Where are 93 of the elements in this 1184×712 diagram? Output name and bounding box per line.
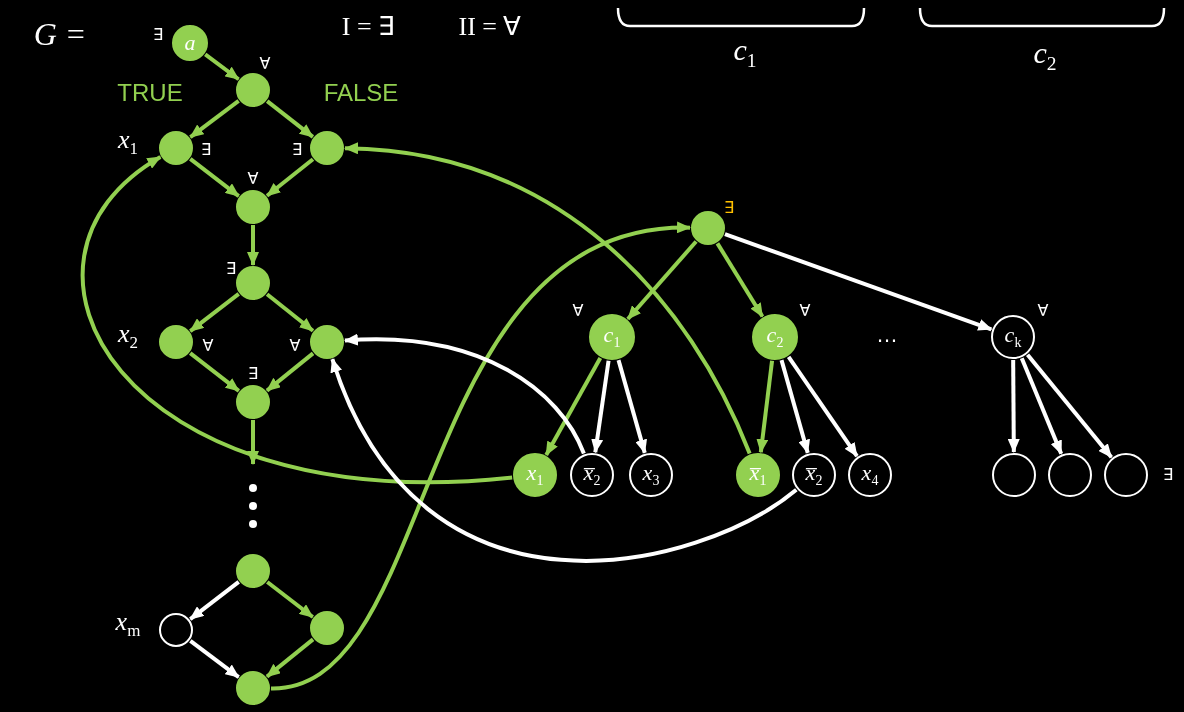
quantifier-label: ∀ <box>259 56 271 72</box>
legend-note: II = ∀ <box>458 14 522 40</box>
graph-node <box>848 453 892 497</box>
branch-label: FALSE <box>323 81 399 105</box>
arrow <box>189 292 240 333</box>
graph-node <box>159 131 193 165</box>
arrow <box>756 360 775 454</box>
arrow <box>265 99 315 139</box>
quantifier-label: ∃ <box>200 142 212 158</box>
legend-note: I = ∃ <box>341 14 395 40</box>
variable-label: x$_{1}$ <box>118 126 138 158</box>
arrow <box>189 99 240 139</box>
node-label: c$_{2}$ <box>766 323 784 351</box>
node-label: c$_{1}$ <box>603 323 621 351</box>
graph-node <box>792 453 836 497</box>
arrow <box>1007 360 1020 453</box>
graph-node <box>159 325 193 359</box>
graph-node <box>159 613 193 647</box>
arrow <box>189 639 240 679</box>
arrow <box>544 357 603 456</box>
node-label: x$_{1}$ <box>526 461 544 489</box>
brace-label: c$_{2}$ <box>1033 38 1057 74</box>
graph-node <box>236 190 270 224</box>
arrow <box>591 360 611 454</box>
graph-node <box>736 453 780 497</box>
node-label: x̅$_{1}$ <box>749 461 767 489</box>
arrow <box>779 359 810 454</box>
quantifier-label: ∀ <box>572 303 584 319</box>
graph-node <box>236 554 270 588</box>
arrow <box>265 157 315 198</box>
graph-node <box>1048 453 1092 497</box>
quantifier-label: ∀ <box>247 171 259 187</box>
branch-label: TRUE <box>117 81 183 105</box>
arrow <box>189 580 240 621</box>
node-label: x$_{3}$ <box>642 461 660 489</box>
graph-node <box>310 325 344 359</box>
graph-node <box>991 315 1035 359</box>
arrow <box>344 143 752 455</box>
graph-node <box>236 73 270 107</box>
quantifier-label: ∃ <box>247 366 259 382</box>
variable-label: x$_{2}$ <box>118 320 138 352</box>
arrow <box>270 223 691 691</box>
arrow <box>330 358 798 563</box>
ellipsis: … <box>876 324 898 346</box>
arrow <box>1019 357 1064 455</box>
quantifier-label: ∃ <box>225 261 237 277</box>
arrow <box>786 355 859 458</box>
quantifier-label: ∃ <box>1162 467 1174 483</box>
node-label: x̅$_{2}$ <box>805 461 823 489</box>
arrow <box>265 351 315 393</box>
quantifier-label: ∀ <box>289 338 301 354</box>
arrow <box>188 351 241 393</box>
quantifier-label: ∃ <box>291 142 303 158</box>
graph-node <box>310 611 344 645</box>
graph-node <box>629 453 673 497</box>
arrow <box>616 359 647 454</box>
node-label: x$_{4}$ <box>861 461 879 489</box>
graph-node <box>691 211 725 245</box>
graph-node <box>236 266 270 300</box>
quantifier-label: ∀ <box>202 338 214 354</box>
node-label: a <box>184 32 196 54</box>
arrow <box>1026 353 1113 459</box>
quantifier-label: ∃ <box>723 200 735 216</box>
variable-label: x$_{m}$ <box>115 608 141 640</box>
node-label: x̅$_{2}$ <box>583 461 601 489</box>
graph-node <box>236 671 270 705</box>
graph-node <box>236 385 270 419</box>
arrow <box>626 240 698 321</box>
arrow <box>265 637 315 679</box>
graph-node <box>752 314 798 360</box>
arrow <box>247 225 259 266</box>
arrow <box>266 580 314 619</box>
arrow <box>82 155 513 485</box>
graph-node <box>589 314 635 360</box>
graph-node <box>513 453 557 497</box>
graph-node <box>1104 453 1148 497</box>
graph-node <box>310 131 344 165</box>
arrow <box>715 242 765 318</box>
arrow <box>204 52 240 81</box>
quantifier-label: ∀ <box>1037 303 1049 319</box>
quantifier-label: ∀ <box>799 303 811 319</box>
arrow <box>189 157 240 198</box>
arrow <box>265 292 315 333</box>
node-label: c$_{k}$ <box>1004 323 1022 351</box>
arrow <box>247 420 259 465</box>
brace-label: c$_{1}$ <box>733 35 757 71</box>
arrow <box>343 334 586 455</box>
quantifier-label: ∃ <box>152 27 164 43</box>
equation-label: G = <box>33 18 87 50</box>
graph-node <box>992 453 1036 497</box>
graph-node <box>172 25 208 61</box>
graph-node <box>570 453 614 497</box>
arrow <box>724 232 993 332</box>
